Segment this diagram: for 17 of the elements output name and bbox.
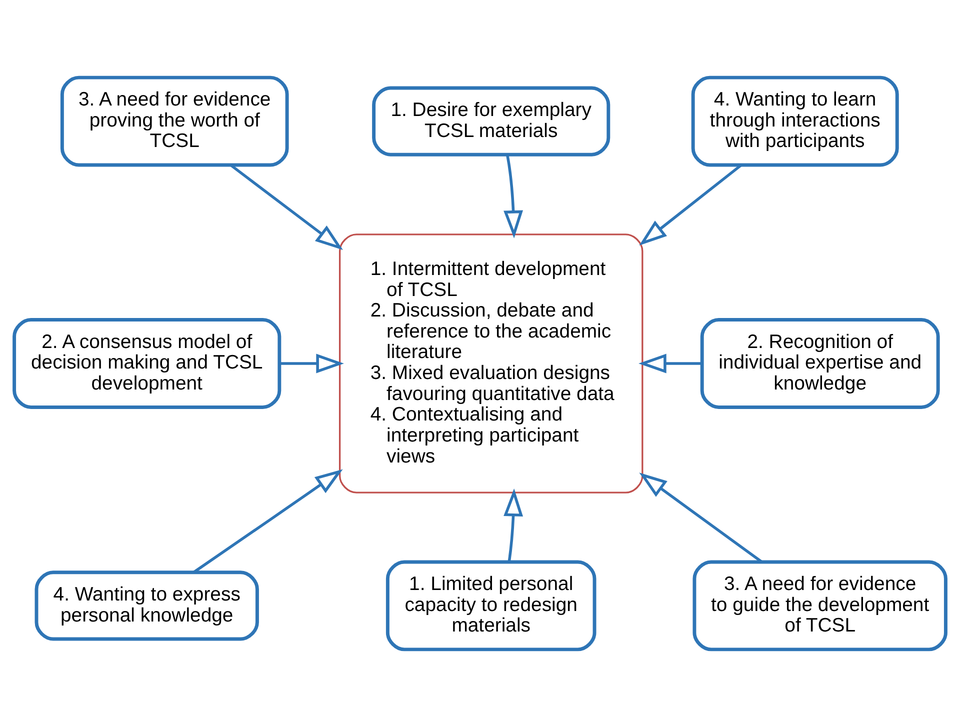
node-box: 1. Desire for exemplary TCSL materials <box>372 86 610 156</box>
arrow <box>639 164 742 246</box>
arrow <box>504 488 524 562</box>
arrow <box>504 154 524 238</box>
node-box: 3. A need for evidence proving the worth of TCSL <box>60 76 289 167</box>
node-box: 2. Recognition of individual expertise and knowledge <box>700 318 940 409</box>
arrow <box>638 354 702 374</box>
arrow <box>280 354 344 374</box>
node-box: 3. A need for evidence to guide the development of TCSL <box>692 560 948 652</box>
node-box: 4. Wanting to express personal knowledge <box>34 570 259 641</box>
arrow <box>230 164 343 250</box>
arrow <box>639 472 763 563</box>
node-box: 1. Intermittent development of TCSL 2. Discussion, debate and reference to the academic literature 3. Mixed evaluation designs favouring quantitative data 4. Contextualising and interpreting participant views <box>338 234 644 494</box>
node-box: 2. A consensus model of decision making and TCSL development <box>12 318 282 409</box>
arrow <box>193 469 343 574</box>
node-box: 4. Wanting to learn through interactions with participants <box>691 76 899 167</box>
node-box: 1. Limited personal capacity to redesign materials <box>386 560 596 652</box>
